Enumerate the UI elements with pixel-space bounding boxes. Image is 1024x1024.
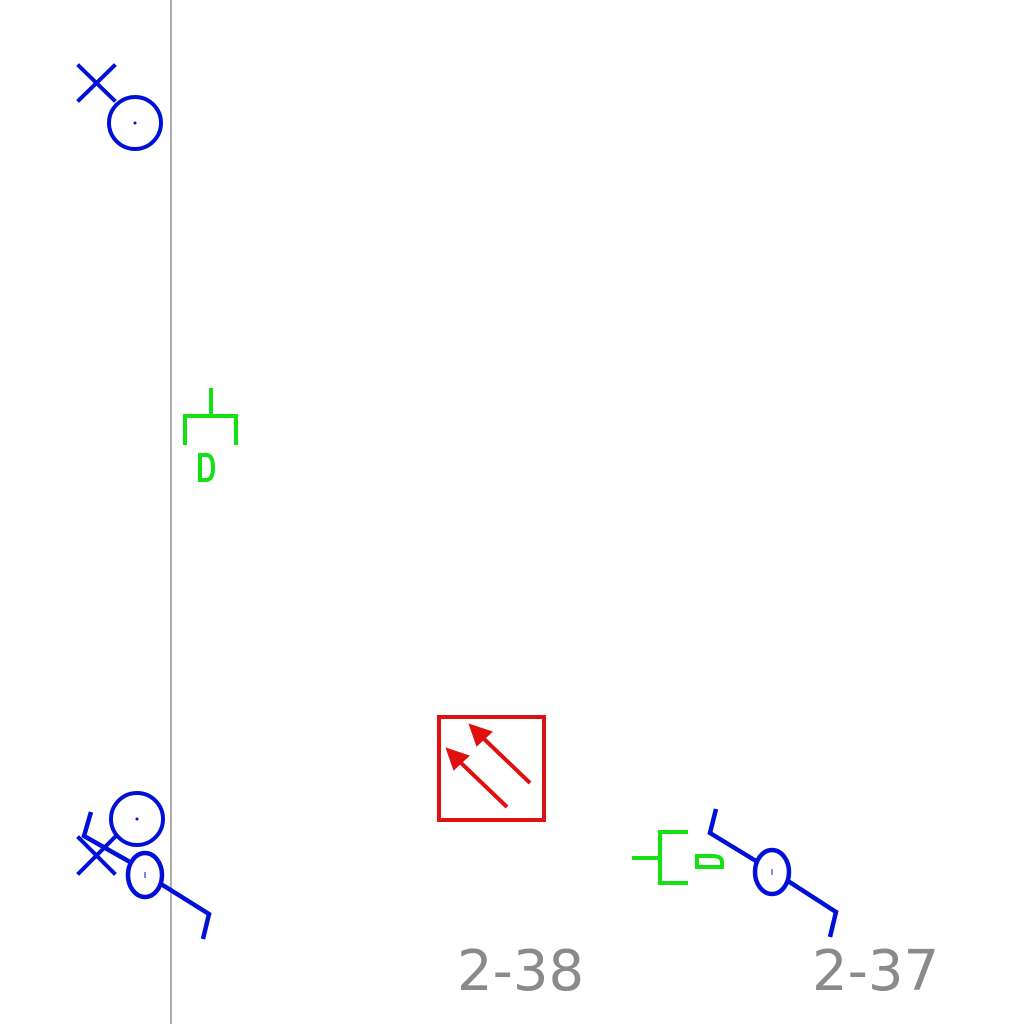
oval-with-leader-icon [707, 808, 839, 938]
box-with-arrows-icon [437, 715, 546, 822]
data-outlet-D-icon [183, 388, 238, 482]
room-label-2-38: 2-38 [457, 939, 585, 1004]
circle-with-x-icon [76, 63, 163, 151]
oval-with-leader-icon [81, 811, 212, 940]
data-outlet-D-icon [632, 830, 724, 885]
circle-with-x-icon [76, 791, 165, 876]
room-label-2-37: 2-37 [812, 939, 940, 1004]
